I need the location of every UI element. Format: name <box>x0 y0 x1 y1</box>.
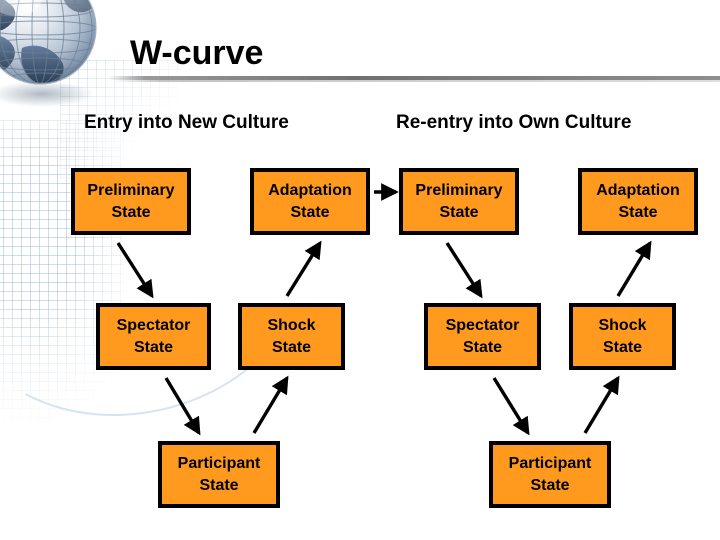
arrow-l-preliminary-to-spectator <box>116 242 154 299</box>
state-box-line1: Participant <box>177 454 261 472</box>
state-box-line2: State <box>439 203 479 221</box>
state-box-line2: State <box>199 476 239 494</box>
state-box-line2: State <box>133 338 174 356</box>
state-box-line1: Preliminary <box>87 181 175 199</box>
state-box-line1: Participant <box>508 454 592 472</box>
arrow-l-shock-to-adaptation <box>285 240 322 297</box>
state-box-shock-entry[interactable]: Shock State <box>238 303 345 370</box>
state-box-adaptation-entry[interactable]: Adaptation State <box>250 168 370 235</box>
globe-logo <box>0 0 118 120</box>
state-box-preliminary-entry[interactable]: Preliminary State <box>71 168 191 235</box>
state-box-line1: Spectator <box>116 316 191 334</box>
state-box-preliminary-reentry[interactable]: Preliminary State <box>399 168 519 235</box>
column-header-reentry-own-culture: Re-entry into Own Culture <box>396 112 632 133</box>
background-swoosh-arc <box>0 117 328 447</box>
state-box-participant-reentry[interactable]: Participant State <box>489 441 611 508</box>
state-box-line2: State <box>111 203 151 221</box>
state-box-line2: State <box>290 203 330 221</box>
state-box-line1: Adaptation <box>268 181 352 199</box>
arrow-r-preliminary-to-spectator <box>445 242 483 299</box>
state-box-line1: Spectator <box>445 316 520 334</box>
state-box-participant-entry[interactable]: Participant State <box>158 441 280 508</box>
title-divider-line <box>108 76 720 80</box>
state-box-line1: Adaptation <box>596 181 680 199</box>
state-box-line1: Preliminary <box>415 181 503 199</box>
state-box-line2: State <box>530 476 570 494</box>
arrow-r-participant-to-shock <box>583 375 620 434</box>
arrow-r-shock-to-adaptation <box>616 240 652 297</box>
state-box-spectator-reentry[interactable]: Spectator State <box>424 303 541 370</box>
state-box-adaptation-reentry[interactable]: Adaptation State <box>578 168 698 235</box>
state-box-line1: Shock <box>267 316 316 334</box>
state-box-line2: State <box>462 338 503 356</box>
state-box-spectator-entry[interactable]: Spectator State <box>96 303 211 370</box>
slide-title: W-curve <box>130 34 264 72</box>
arrow-l-participant-to-shock <box>252 375 289 434</box>
state-box-shock-reentry[interactable]: Shock State <box>569 303 676 370</box>
arrow-r-spectator-to-participant <box>492 377 530 436</box>
state-box-line1: Shock <box>598 316 647 334</box>
arrow-l-spectator-to-participant <box>164 377 201 436</box>
state-box-line2: State <box>618 203 658 221</box>
title-divider-line-shadow <box>112 80 720 82</box>
column-header-entry-new-culture: Entry into New Culture <box>84 112 289 133</box>
state-box-line2: State <box>602 338 643 356</box>
state-box-line2: State <box>271 338 312 356</box>
